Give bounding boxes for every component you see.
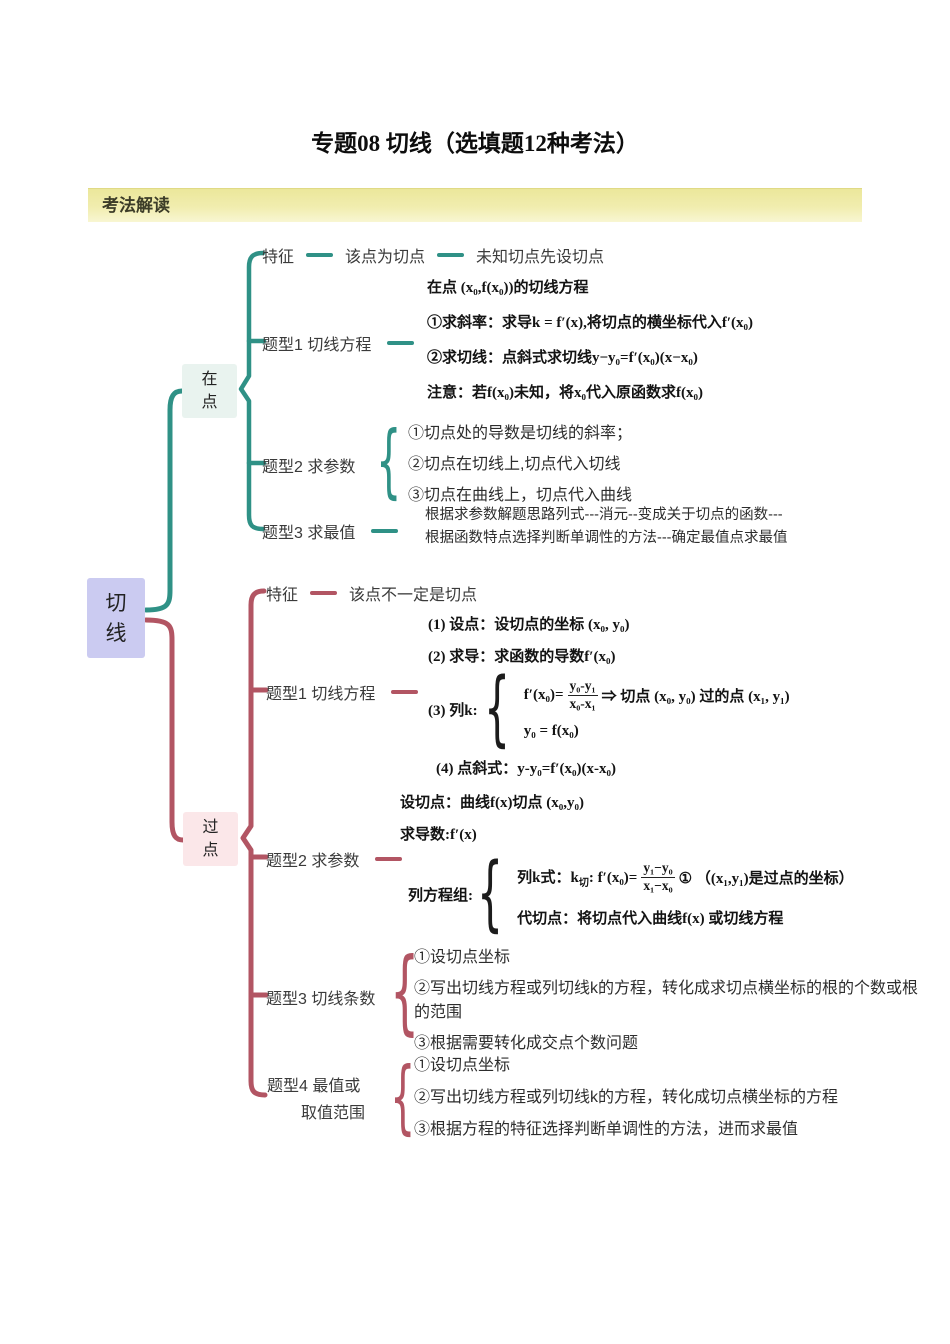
branch-node-on-point-label: 在点 [201,370,218,411]
brace-icon: { [483,661,510,756]
substitute-line: 代切点：将切点代入曲线f(x) 或切线方程 [517,910,784,927]
through-point-feature-row: 特征 该点不一定是切点 [266,581,477,605]
through-point-type4-label: 题型4 最值或 取值范围 [267,1072,365,1123]
brace-icon: { [477,846,504,941]
formula-line: 在点 (x₀,f(x₀))的切线方程 [427,280,589,296]
equation-suffix: ① （(x₁,y₁)是过点的坐标） [678,871,854,887]
section-banner-label: 考法解读 [102,196,170,215]
set-tangent-point-line: 设切点：曲线f(x)切点 (x₀,y₀) [400,795,584,811]
branch-node-through-point-label: 过点 [202,818,219,859]
brace-icon: { [376,414,402,507]
list-item: ①设切点坐标 [414,1057,511,1074]
step3-label: (3) 列k: [428,702,478,719]
list-item: ②切点在切线上,切点代入切线 [408,456,621,473]
list-item: ②写出切线方程或列切线k的方程，转化成求切点横坐标的根的个数或根的范围 [414,980,919,1021]
through-point-type3-row: 题型3 切线条数 [266,985,375,1009]
list-item: ①切点处的导数是切线的斜率； [408,425,633,442]
root-node-label: 切线 [105,590,127,645]
fraction-denominator: x₁−x₀ [641,877,675,893]
text-line: 根据求参数解题思路列式---消元--变成关于切点的函数--- [425,507,783,523]
step2-line: (2) 求导：求函数的导数f′(x₀) [428,649,616,665]
on-point-type2-items: ①切点处的导数是切线的斜率； ②切点在切线上,切点代入切线 ③切点在曲线上，切点… [408,418,632,511]
feature-text: 该点不一定是切点 [349,587,478,604]
equation-group-block: 列方程组: { 列k式：k切: f′(x₀)= y₁−y₀ x₁−x₀ ① （(… [408,851,854,937]
connector-dash-icon [387,341,415,345]
fraction: y₀-y₁ x₀-x₁ [567,678,598,713]
step3-block: (3) 列k: { f′(x₀)= y₀-y₁ x₀-x₁ ⇒ 切点 (x₀, … [428,666,790,752]
fraction-denominator: x₀-x₁ [567,695,598,711]
through-point-type3-items: ①设切点坐标 ②写出切线方程或列切线k的方程，转化成求切点横坐标的根的个数或根的… [414,946,919,1063]
equation-prefix: 列k式：k切: f′(x₀)= [517,870,638,889]
type3-label: 题型3 求最值 [262,525,356,542]
on-point-type2-row: 题型2 求参数 [262,453,355,477]
on-point-type1-content: 在点 (x₀,f(x₀))的切线方程 ①求斜率：求导k = f′(x),将切点的… [427,271,753,411]
brace-icon: { [390,938,420,1045]
connector-dash-icon [437,253,465,257]
type4-label-line2: 取值范围 [301,1105,366,1122]
type1-label: 题型1 切线方程 [262,337,372,354]
k-subscript: 切 [578,878,589,889]
equation-suffix: ⇒ 切点 (x₀, y₀) 过的点 (x₁, y₁) [601,689,790,705]
type4-label-line1: 题型4 最值或 [267,1078,361,1095]
connector-dash-icon [371,529,399,533]
text-line: 根据函数特点选择判断单调性的方法---确定最值点求最值 [425,530,788,546]
page-title: 专题08 切线（选填题12种考法） [311,131,639,156]
through-point-type2-row: 题型2 求参数 [266,847,414,871]
feature-text-2: 未知切点先设切点 [476,249,605,266]
connector-dash-icon [391,690,419,694]
formula-line: ②求切线：点斜式求切线y−y₀=f′(x₀)(x−x₀) [427,350,698,366]
equation-group-label: 列方程组: [408,887,473,904]
branch-node-through-point: 过点 [183,812,238,866]
connector-dash-icon [375,857,403,861]
step1-line: (1) 设点：设切点的坐标 (x₀, y₀) [428,617,630,633]
connector-dash-icon [306,253,334,257]
fraction-numerator: y₁−y₀ [643,860,673,876]
step3-equation: f′(x₀)= y₀-y₁ x₀-x₁ ⇒ 切点 (x₀, y₀) 过的点 (x… [524,678,790,713]
derivative-line: 求导数:f′(x) [400,827,477,843]
list-item: ③切点在曲线上，切点代入曲线 [408,487,633,504]
formula-line: ①求斜率：求导k = f′(x),将切点的横坐标代入f′(x₀) [427,315,754,331]
on-point-type3-row: 题型3 求最值 [262,519,410,543]
k-equation-line: 列k式：k切: f′(x₀)= y₁−y₀ x₁−x₀ ① （(x₁,y₁)是过… [517,860,853,895]
root-node-tangent: 切线 [87,578,145,658]
step4-line: (4) 点斜式：y-y₀=f′(x₀)(x-x₀) [436,761,616,777]
feature-text: 该点为切点 [345,249,426,266]
on-point-feature-row: 特征 该点为切点 未知切点先设切点 [262,243,604,267]
list-item: ①设切点坐标 [414,949,511,966]
feature-label: 特征 [262,249,295,266]
section-banner: 考法解读 [88,188,862,222]
on-point-type1-row: 题型1 切线方程 [262,331,426,355]
type2-label: 题型2 求参数 [262,459,356,476]
through-point-type1-row: 题型1 切线方程 [266,680,430,704]
type2-label: 题型2 求参数 [266,853,360,870]
equation-prefix: f′(x₀)= [523,687,564,703]
branch-node-on-point: 在点 [182,364,237,418]
fraction: y₁−y₀ x₁−x₀ [641,860,675,895]
through-point-type4-items: ①设切点坐标 ②写出切线方程或列切线k的方程，转化成切点横坐标的方程 ③根据方程… [414,1054,934,1149]
step3-line2: y₀ = f(x₀) [523,722,579,739]
on-point-type3-content: 根据求参数解题思路列式---消元--变成关于切点的函数--- 根据函数特点选择判… [425,504,787,550]
type1-label: 题型1 切线方程 [266,686,376,703]
feature-label: 特征 [266,587,299,604]
list-item: ③根据方程的特征选择判断单调性的方法，进而求最值 [414,1121,799,1138]
formula-line: 注意：若f(x₀)未知，将x₀代入原函数求f(x₀) [427,385,703,401]
type3-label: 题型3 切线条数 [266,991,376,1008]
brace-icon: { [390,1050,416,1143]
connector-dash-icon [310,591,338,595]
fraction-numerator: y₀-y₁ [569,678,596,694]
list-item: ②写出切线方程或列切线k的方程，转化成切点横坐标的方程 [414,1089,839,1106]
list-item: ③根据需要转化成交点个数问题 [414,1035,639,1052]
